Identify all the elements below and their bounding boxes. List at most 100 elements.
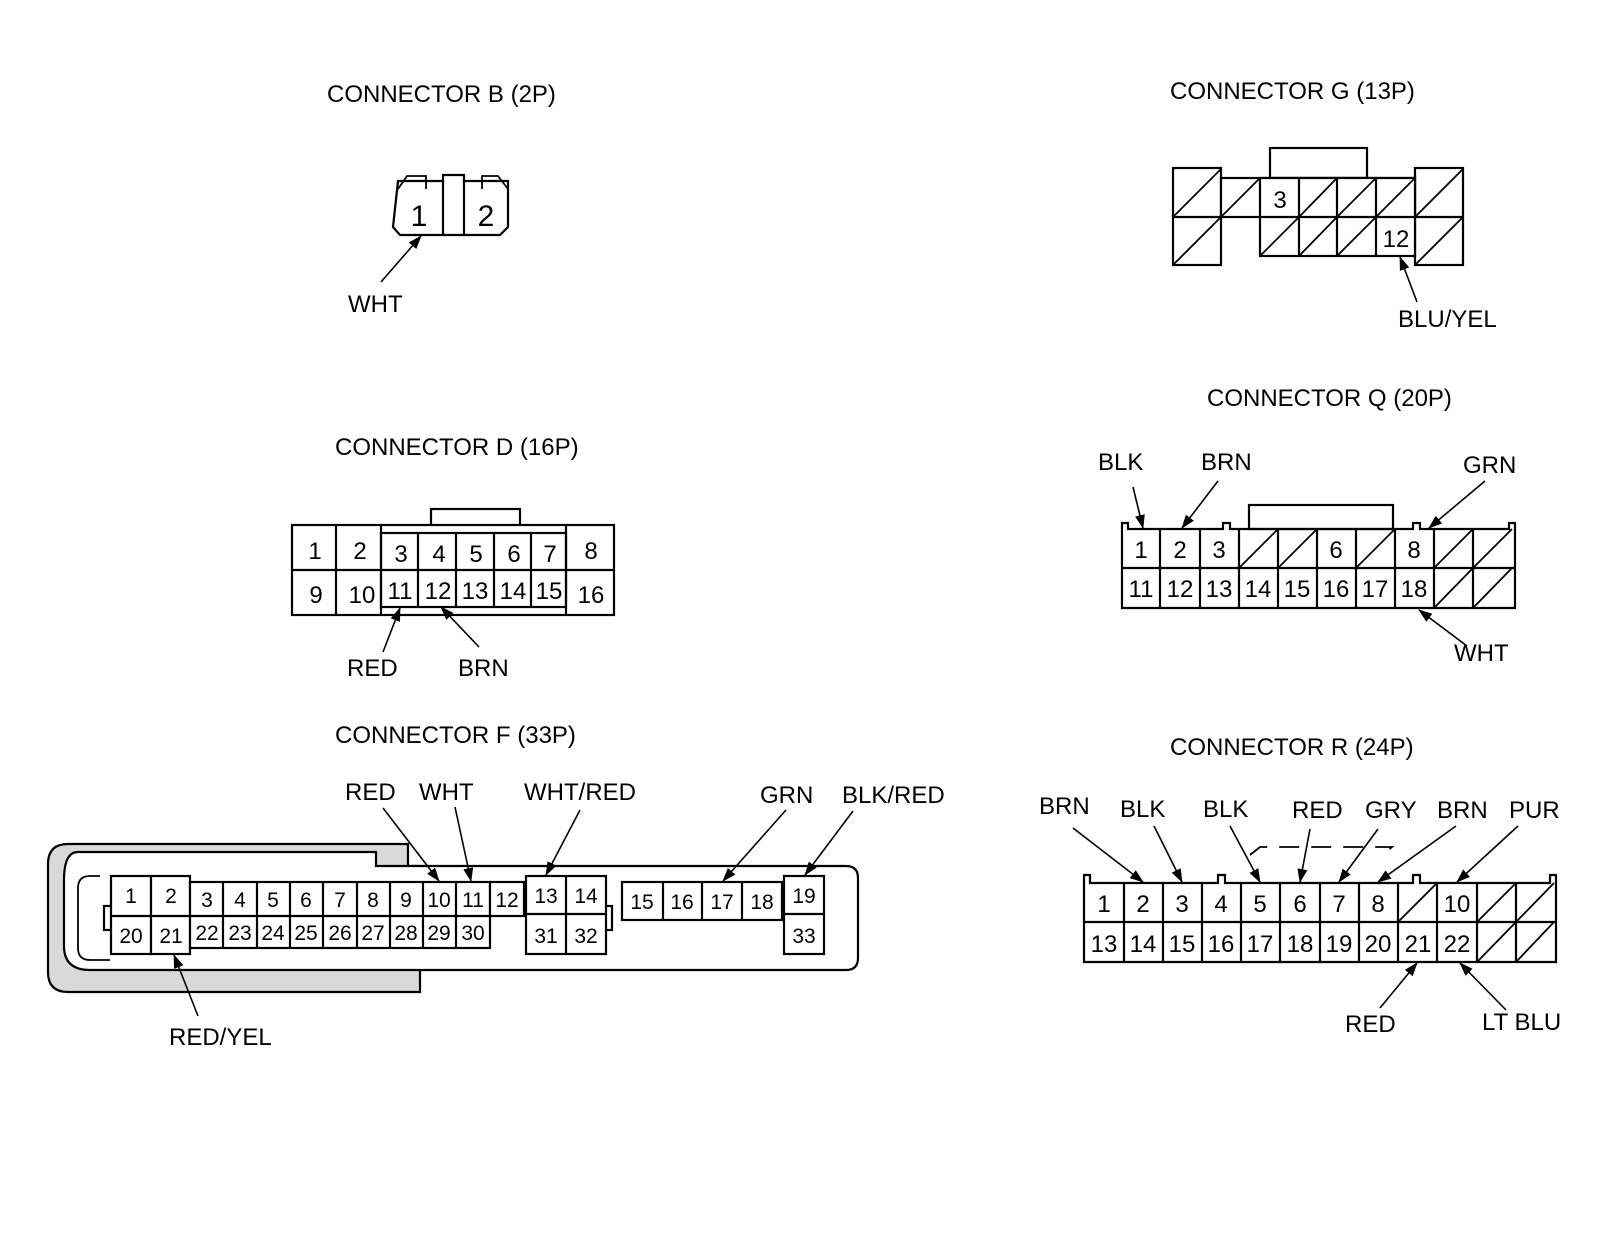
connector-g-pin: 3	[1273, 187, 1286, 214]
connector-d-pin: 10	[349, 582, 376, 609]
connector-g-title: CONNECTOR G (13P)	[1170, 78, 1415, 105]
connector-r-pin: 10	[1444, 891, 1471, 918]
connector-b: CONNECTOR B (2P) 1 2 WHT	[327, 81, 556, 318]
connector-d-pin: 15	[536, 578, 563, 605]
connector-d-pin: 3	[394, 541, 407, 568]
connector-q-pin: 12	[1167, 576, 1194, 603]
connector-f-wire-label: WHT	[419, 779, 474, 806]
connector-r-wire-label: BLK	[1203, 796, 1248, 823]
connector-f-pin: 20	[119, 925, 142, 948]
connector-q-pin: 14	[1245, 576, 1272, 603]
connector-f-pin: 32	[574, 925, 597, 948]
connector-q-pin: 15	[1284, 576, 1311, 603]
connector-r-wire-label: BRN	[1039, 793, 1090, 820]
connector-f-pin: 18	[750, 891, 773, 914]
connector-d-pin: 4	[432, 541, 445, 568]
connector-d-pin: 14	[500, 578, 527, 605]
connector-f-title: CONNECTOR F (33P)	[335, 722, 576, 749]
connector-r-wire-label: PUR	[1509, 797, 1560, 824]
connector-f-pin: 9	[400, 889, 412, 912]
connector-f-pin: 14	[574, 885, 598, 908]
connector-r-wire-label: BRN	[1437, 797, 1488, 824]
connector-f-wire-label: GRN	[760, 782, 813, 809]
connector-d-pin: 2	[353, 538, 366, 565]
connector-f-pin: 30	[461, 922, 484, 945]
connector-f-pin: 13	[534, 885, 557, 908]
connector-q-pin: 13	[1206, 576, 1233, 603]
connector-r-title: CONNECTOR R (24P)	[1170, 734, 1414, 761]
connector-f-pin: 22	[195, 922, 218, 945]
connector-q-pin: 2	[1173, 537, 1186, 564]
connector-q-pin: 3	[1212, 537, 1225, 564]
connector-b-pin: 1	[411, 200, 428, 233]
connector-f-pin: 25	[294, 922, 317, 945]
connector-q-pin: 16	[1323, 576, 1350, 603]
connector-d: CONNECTOR D (16P) 1 2 3 4 5 6 7 8 9 10 1…	[290, 434, 616, 682]
connector-q-pin: 18	[1401, 576, 1428, 603]
connector-r-pin: 14	[1130, 931, 1157, 958]
connector-r-wire-label: RED	[1292, 797, 1343, 824]
connector-r-pin: 13	[1091, 931, 1118, 958]
connector-g-wire-label: BLU/YEL	[1398, 306, 1497, 333]
connector-f: CONNECTOR F (33P) 1 2	[46, 722, 945, 1051]
connector-f-pin: 7	[334, 889, 346, 912]
connector-r-pin: 8	[1371, 891, 1384, 918]
connector-r-pin: 3	[1175, 891, 1188, 918]
connector-r-pin: 15	[1169, 931, 1196, 958]
connector-f-pin: 15	[630, 891, 653, 914]
connector-r-pin: 20	[1365, 931, 1392, 958]
connector-q-wire-label: BRN	[1201, 449, 1252, 476]
connector-r-wire-label: RED	[1345, 1011, 1396, 1038]
connector-r-pin: 17	[1247, 931, 1274, 958]
connector-d-wire-label: BRN	[458, 655, 509, 682]
connector-r-pin: 16	[1208, 931, 1235, 958]
connector-r-pin: 2	[1136, 891, 1149, 918]
connector-d-pin: 11	[388, 578, 413, 605]
connector-d-pin: 5	[469, 541, 482, 568]
connector-q: CONNECTOR Q (20P) 1 2 3 6 8 11 12 13 14 …	[1098, 385, 1516, 667]
connector-q-pin: 11	[1129, 576, 1154, 603]
connector-r-wire-label: LT BLU	[1482, 1009, 1561, 1036]
connector-f-pin: 17	[710, 891, 733, 914]
connector-f-pin: 5	[267, 889, 279, 912]
connector-d-pin: 1	[308, 538, 321, 565]
connector-f-wire-label: RED/YEL	[169, 1024, 272, 1051]
connector-f-wire-label: WHT/RED	[524, 779, 636, 806]
connector-r-pin: 7	[1332, 891, 1345, 918]
connector-d-title: CONNECTOR D (16P)	[335, 434, 579, 461]
connector-f-pin: 33	[792, 925, 815, 948]
connector-b-title: CONNECTOR B (2P)	[327, 81, 556, 108]
connector-g: CONNECTOR G (13P) 3 12 BLU/YEL	[1170, 78, 1497, 333]
connector-f-pin: 28	[394, 922, 417, 945]
connector-r-pin: 21	[1405, 931, 1432, 958]
connector-q-pin: 8	[1407, 537, 1420, 564]
connector-q-pin: 1	[1134, 537, 1147, 564]
connector-f-pin: 23	[228, 922, 251, 945]
connector-f-pin: 24	[261, 922, 285, 945]
connector-f-pin: 1	[125, 885, 137, 908]
connector-r-pin: 19	[1326, 931, 1353, 958]
connector-f-pin: 6	[300, 889, 312, 912]
connector-r: CONNECTOR R (24P) 1 2 3 4 5 6 7 8 10 13 …	[1039, 734, 1561, 1038]
connector-f-pin: 26	[328, 922, 351, 945]
connector-d-pin: 7	[543, 541, 556, 568]
connector-r-pin: 18	[1287, 931, 1314, 958]
connector-g-pin: 12	[1383, 226, 1410, 253]
connector-q-title: CONNECTOR Q (20P)	[1207, 385, 1452, 412]
connector-r-pin: 5	[1253, 891, 1266, 918]
connector-r-pin: 1	[1097, 891, 1110, 918]
connector-f-pin: 4	[234, 889, 246, 912]
connector-f-pin: 19	[792, 885, 815, 908]
connector-r-pin: 4	[1214, 891, 1227, 918]
connector-q-wire-label: WHT	[1454, 640, 1509, 667]
connector-r-pin: 22	[1444, 931, 1471, 958]
connector-f-pin: 16	[670, 891, 693, 914]
connector-q-pin: 17	[1362, 576, 1389, 603]
connector-r-wire-label: GRY	[1365, 797, 1417, 824]
connector-d-pin: 16	[578, 582, 605, 609]
connector-q-pin: 6	[1329, 537, 1342, 564]
connector-f-pin: 12	[495, 889, 518, 912]
connector-f-wire-label: BLK/RED	[842, 782, 945, 809]
connector-d-pin: 12	[425, 578, 452, 605]
connector-b-wire-label: WHT	[348, 291, 403, 318]
